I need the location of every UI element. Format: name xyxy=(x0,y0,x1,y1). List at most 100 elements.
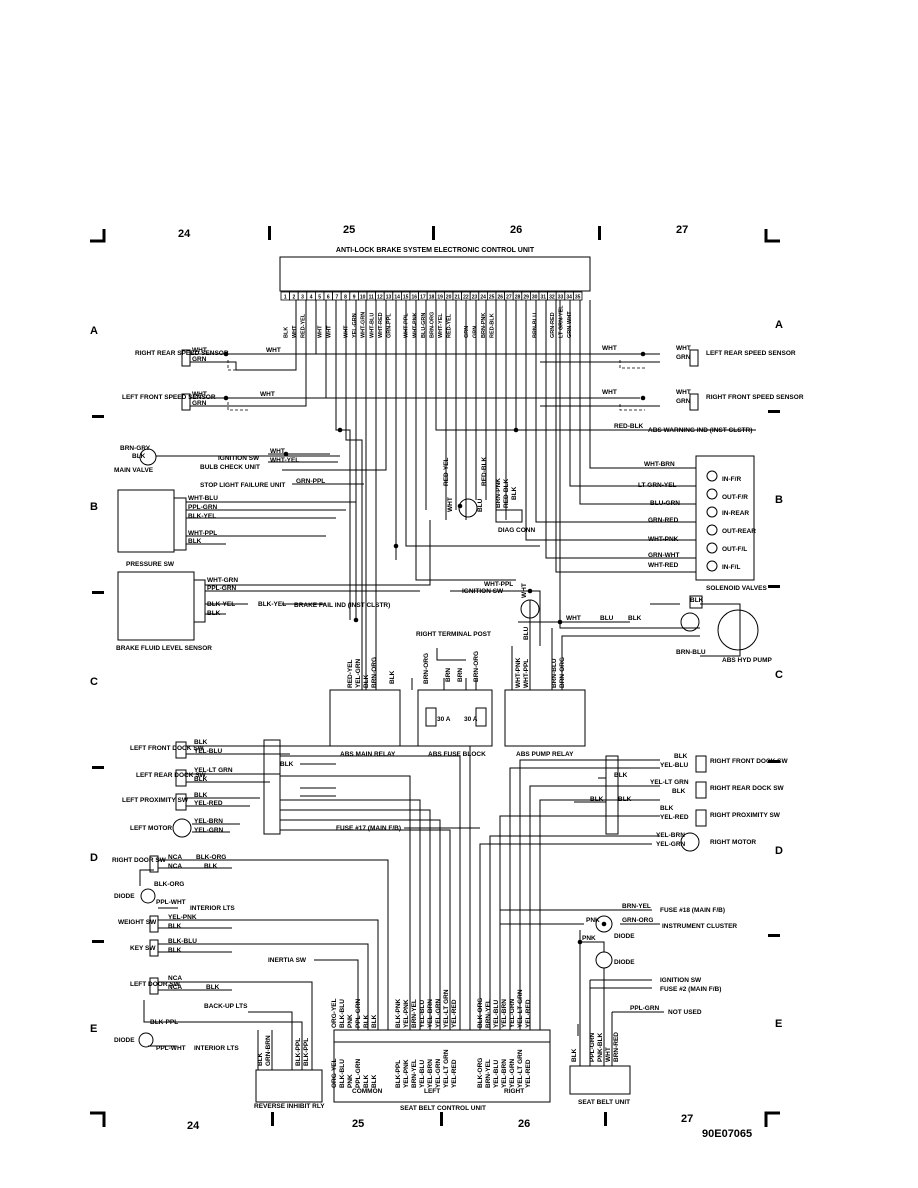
label-fuse-30a-2: 30 A xyxy=(464,716,478,723)
wire-label: BLK-PPL xyxy=(295,1038,302,1066)
ecu-pin-number: 6 xyxy=(327,295,330,301)
wire-label: GRN-ORG xyxy=(622,917,653,924)
ecu-pin-wire-label: YEL-GRN xyxy=(352,313,358,338)
ecu-pin-wire-label: WHT xyxy=(292,325,298,338)
col-label-top-24: 24 xyxy=(178,228,191,240)
ecu-pin-wire-label: GRN-PPL xyxy=(387,313,393,338)
wire-label: YEL-RED xyxy=(525,1059,532,1088)
wire-label: YEL-LT GRN xyxy=(517,1049,524,1088)
label-out-rear: OUT-REAR xyxy=(722,528,756,535)
wire-label: BLU-GRN xyxy=(650,500,680,507)
label-in-rear: IN-REAR xyxy=(722,510,749,517)
wire-label: YEL-RED xyxy=(451,1059,458,1088)
wire-label: PPL-GRN xyxy=(188,504,218,511)
col-label-bottom-25: 25 xyxy=(352,1118,364,1130)
label-left-front-speed-sensor: LEFT FRONT SPEED SENSOR xyxy=(122,394,216,401)
wire-label: BLK xyxy=(207,610,221,617)
row-label-right-e: E xyxy=(775,1018,782,1030)
wire-label: BLK-BLU xyxy=(168,938,197,945)
wire-label: YEL-BLU xyxy=(493,1060,500,1088)
wire-label: YEL-BRN xyxy=(501,1059,508,1088)
wire-label: BRN xyxy=(445,668,452,682)
wire-label: YEL-BLU xyxy=(493,1000,500,1028)
label-inertia-sw: INERTIA SW xyxy=(268,957,307,964)
wire-label: BLU xyxy=(600,615,614,622)
ecu-pin-number: 9 xyxy=(353,295,356,301)
wire-label: BLK xyxy=(168,947,182,954)
label-left-rear-dock-sw: LEFT REAR DOCK SW xyxy=(136,772,207,779)
wire-label: YEL-GRN xyxy=(509,1058,516,1088)
col-label-top-25: 25 xyxy=(343,224,355,236)
wire-label: GRN-PPL xyxy=(296,478,325,485)
ecu-pin-number: 22 xyxy=(463,295,469,301)
wire-label: YEL-BRN xyxy=(427,1059,434,1088)
wire-label: GRN-BRN xyxy=(265,1035,272,1066)
label-fuse-18: FUSE #18 (MAIN F/B) xyxy=(660,907,725,914)
wire-label: WHT xyxy=(521,583,528,598)
wire-label: WHT xyxy=(605,1047,612,1062)
wire-label: BRN-ORG xyxy=(423,653,430,684)
wire-label: RED-BLK xyxy=(481,456,488,486)
wire-label: BRN-YEL xyxy=(411,1059,418,1088)
ecu-pin-number: 12 xyxy=(377,295,383,301)
wire-label: YEL-RED xyxy=(660,814,689,821)
wire-label: WHT xyxy=(266,347,281,354)
wire-label: BLK xyxy=(511,486,518,500)
col-label-top-26: 26 xyxy=(510,224,522,236)
wire-label: PPL-WHT xyxy=(156,899,186,906)
ecu-pin-number: 1 xyxy=(284,295,287,301)
wire-label: BLK-YEL xyxy=(188,513,216,520)
ecu-pin-wire-label: LT GRN-YEL xyxy=(559,305,565,338)
label-right: RIGHT xyxy=(504,1088,524,1095)
label-interior-lts-lower: INTERIOR LTS xyxy=(194,1045,239,1052)
label-out-fl: OUT-F/L xyxy=(722,546,747,553)
label-right-rear-dock-sw: RIGHT REAR DOCK SW xyxy=(710,785,785,792)
wire-label: NCA xyxy=(168,975,182,982)
wire-label: IGNITION SW xyxy=(462,588,504,595)
row-label-left-b: B xyxy=(90,501,98,513)
wire-label: WHT-BLU xyxy=(188,495,218,502)
wire-label: BLK-ORG xyxy=(477,1058,484,1088)
label-brake-fluid-level-sensor: BRAKE FLUID LEVEL SENSOR xyxy=(116,645,212,652)
wire-label: NCA xyxy=(168,863,182,870)
wire-label: WHT-PPL xyxy=(484,581,513,588)
ecu-pin-wire-label: WHT-PPL xyxy=(404,313,410,338)
wire-label: BLK-BLU xyxy=(339,1059,346,1088)
ecu-pin-number: 23 xyxy=(472,295,478,301)
ecu-pin-number: 15 xyxy=(403,295,409,301)
ecu-pin-wire-label: WHT-YEL xyxy=(438,313,444,338)
row-label-right-b: B xyxy=(775,494,783,506)
label-main-valve: MAIN VALVE xyxy=(114,467,154,474)
wire-label: YEL-GRN xyxy=(656,841,686,848)
wire-label: WHT-PNK xyxy=(648,536,679,543)
wire-label: BLK-YEL xyxy=(207,601,235,608)
wire-label: PNK xyxy=(582,935,596,942)
ecu-pin-number: 14 xyxy=(394,295,400,301)
ecu-pin-number: 27 xyxy=(506,295,512,301)
ecu-pin xyxy=(573,291,583,301)
wire-label: BLK xyxy=(194,776,208,783)
ecu-pin-number: 32 xyxy=(549,295,555,301)
wire-label: YEL-RED xyxy=(451,999,458,1028)
wire-label: YEL-GRN xyxy=(435,998,442,1028)
wire-label: PNK xyxy=(347,1014,354,1028)
ecu-pin-number: 21 xyxy=(455,295,461,301)
col-label-bottom-27: 27 xyxy=(681,1113,693,1125)
ecu-pin-number: 25 xyxy=(489,295,495,301)
wire-label: GRN xyxy=(676,398,691,405)
wire-label: ORG-YEL xyxy=(331,1058,338,1088)
wire-label: YEL-LT GRN xyxy=(443,1049,450,1088)
wire-label: PNK xyxy=(586,917,600,924)
ecu-pin-number: 3 xyxy=(301,295,304,301)
wire-label: YEL-BRN xyxy=(656,832,685,839)
wire-label: BLK xyxy=(194,739,208,746)
wire-label: BLK-PPL xyxy=(395,1060,402,1088)
wire-label: BLK xyxy=(371,1014,378,1028)
wire-label: BRN-YEL xyxy=(485,999,492,1028)
row-label-left-d: D xyxy=(90,852,98,864)
solenoid-coil xyxy=(706,542,718,554)
wire-label: PNK xyxy=(347,1074,354,1088)
ecu-pin-number: 10 xyxy=(360,295,366,301)
wire-label: BLK xyxy=(628,615,642,622)
col-label-top-27: 27 xyxy=(676,224,688,236)
